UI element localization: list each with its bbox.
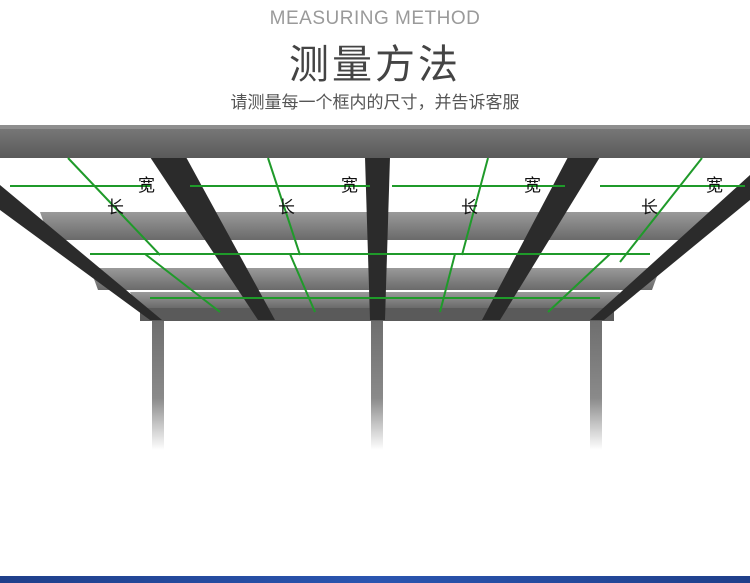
front-beam [0, 125, 750, 158]
bottom-accent-bar [0, 576, 750, 583]
length-label: 长 [278, 198, 295, 218]
post-right [590, 320, 602, 450]
measurement-lines [10, 157, 745, 313]
rafters [0, 157, 750, 320]
post-left [152, 320, 164, 450]
length-label: 长 [641, 198, 658, 218]
length-label: 长 [107, 198, 124, 218]
page-title: 测量方法 [289, 42, 461, 88]
support-posts [152, 320, 602, 450]
width-label: 宽 [341, 176, 358, 196]
dimension-labels: 宽 宽 宽 宽 长 长 长 长 [107, 176, 723, 218]
length-label: 长 [461, 198, 478, 218]
width-label: 宽 [138, 176, 155, 196]
post-center [371, 320, 383, 450]
width-label: 宽 [706, 176, 723, 196]
width-label: 宽 [524, 176, 541, 196]
subtitle-english: MEASURING METHOD [269, 8, 481, 29]
instruction-text: 请测量每一个框内的尺寸，并告诉客服 [230, 93, 520, 113]
